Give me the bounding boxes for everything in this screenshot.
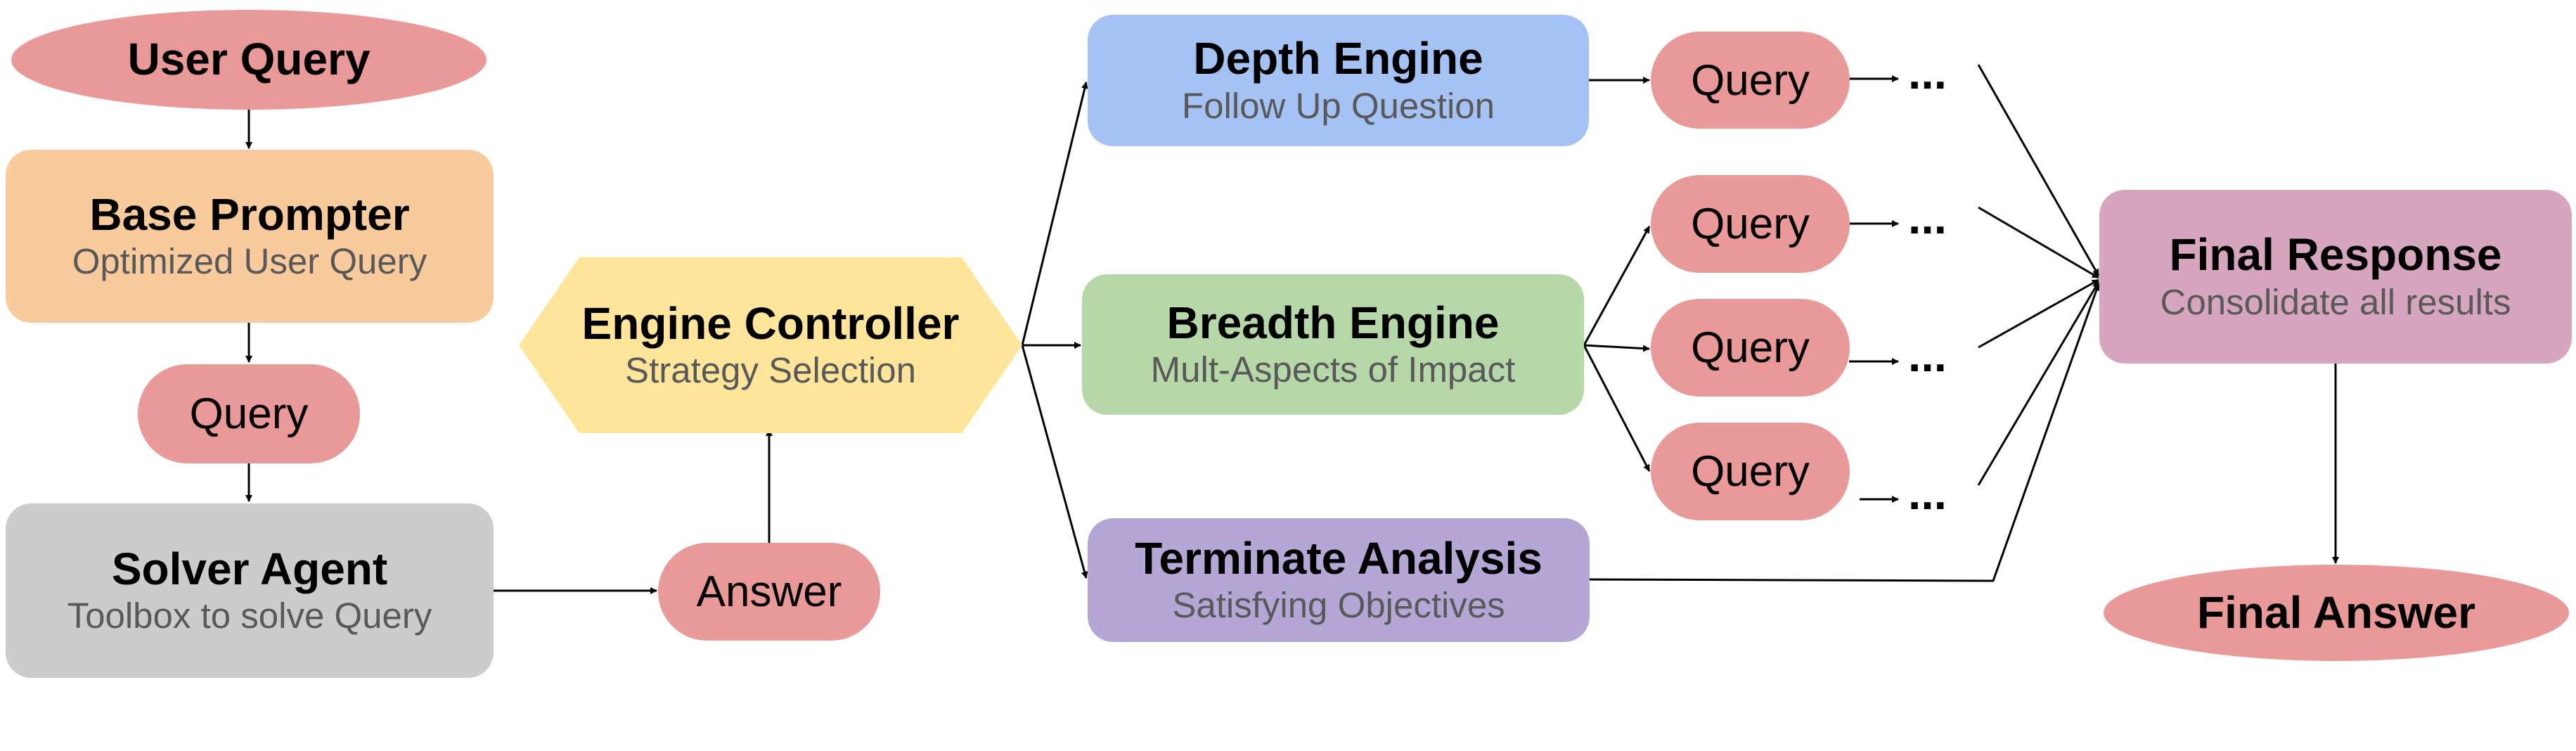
base-prompter-subtitle: Optimized User Query [72,241,427,282]
query-node-depth: Query [1651,32,1850,129]
query-node-breadth-2: Query [1651,299,1850,397]
edge-dots-b2-to-final [1978,278,2099,349]
engine-controller-title: Engine Controller [581,297,960,349]
query-node-breadth-3: Query [1651,423,1850,520]
depth-engine-subtitle: Follow Up Question [1181,85,1495,126]
edge-breadth-to-query-3 [1583,345,1651,472]
breadth-engine-node: Breadth Engine Mult-Aspects of Impact [1082,274,1584,415]
answer-node: Answer [658,543,880,641]
user-query-node: User Query [11,10,487,110]
edge-terminate-to-final [1589,283,2100,582]
answer-label: Answer [696,567,842,616]
engine-controller-node: Engine Controller Strategy Selection [519,257,1022,433]
solver-agent-subtitle: Toolbox to solve Query [67,596,432,636]
edge-breadth-to-query-2 [1583,344,1650,352]
breadth-engine-subtitle: Mult-Aspects of Impact [1150,349,1516,390]
query-breadth-3-label: Query [1691,447,1810,496]
query-node-left: Query [138,364,360,463]
engine-controller-subtitle: Strategy Selection [625,350,916,391]
query-breadth-1-label: Query [1691,200,1810,248]
edge-dots-depth-to-final [1977,64,2100,276]
solver-agent-node: Solver Agent Toolbox to solve Query [6,503,494,678]
final-response-title: Final Response [2169,229,2502,281]
terminate-analysis-title: Terminate Analysis [1135,532,1543,584]
terminate-analysis-node: Terminate Analysis Satisfying Objectives [1088,518,1590,642]
query-node-breadth-1: Query [1651,175,1850,273]
query-depth-label: Query [1691,56,1810,105]
final-response-node: Final Response Consolidate all results [2099,190,2572,364]
edge-breadth-to-query-1 [1583,226,1651,346]
edge-dots-b3-to-final [1977,281,2100,486]
continuation-dots-breadth-3: ... [1908,467,1947,519]
continuation-dots-depth: ... [1908,46,1947,98]
final-answer-title: Final Answer [2197,586,2475,638]
terminate-analysis-subtitle: Satisfying Objectives [1172,585,1505,626]
continuation-dots-breadth-2: ... [1908,329,1947,381]
edge-dots-b1-to-final [1978,206,2099,279]
base-prompter-node: Base Prompter Optimized User Query [6,150,494,323]
final-answer-node: Final Answer [2104,565,2569,661]
user-query-title: User Query [127,34,371,85]
continuation-dots-breadth-1: ... [1908,191,1947,243]
solver-agent-title: Solver Agent [111,543,388,594]
depth-engine-title: Depth Engine [1193,33,1483,84]
breadth-engine-title: Breadth Engine [1166,297,1500,348]
query-breadth-2-label: Query [1691,323,1810,372]
depth-engine-node: Depth Engine Follow Up Question [1088,15,1589,146]
base-prompter-title: Base Prompter [89,188,410,240]
edge-controller-to-depth [1021,82,1088,346]
edge-controller-to-terminate [1021,345,1088,579]
final-response-subtitle: Consolidate all results [2160,281,2511,322]
query-left-label: Query [189,390,309,438]
